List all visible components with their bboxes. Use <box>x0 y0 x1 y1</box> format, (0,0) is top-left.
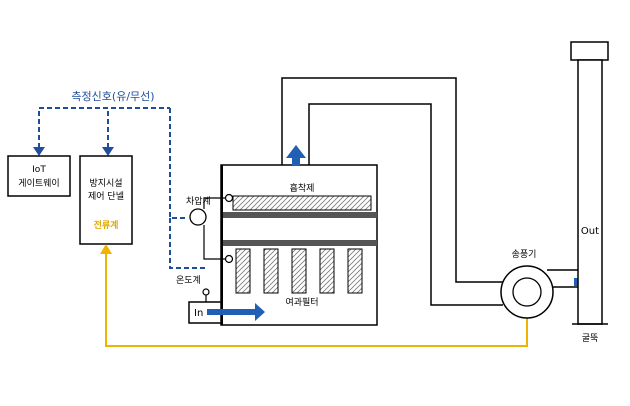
adsorbent-bed <box>232 195 372 211</box>
iot-gateway-box <box>7 155 71 197</box>
pressure-tap-bottom-node <box>224 254 234 264</box>
bag-filters <box>235 248 363 294</box>
outlet-label: Out <box>581 226 599 237</box>
bag-filter <box>347 248 363 294</box>
iot-gateway-label-line1: IoT <box>32 165 46 175</box>
signal-line-to-iot <box>38 107 170 148</box>
stack-label: 굴뚝 <box>582 333 599 344</box>
bag-filter <box>319 248 335 294</box>
current-arrowhead-icon <box>100 244 112 254</box>
current-line <box>105 252 528 347</box>
pressure-gauge-icon <box>189 208 207 226</box>
signal-line-to-pressure-gauge <box>169 108 186 219</box>
pressure-gauge-label: 차압계 <box>186 195 211 207</box>
thermometer-icon <box>202 288 210 296</box>
control-panel-label-line2: 제어 단넬 <box>88 190 124 202</box>
separator-lower <box>223 240 377 246</box>
pressure-tap-top-node <box>224 193 234 203</box>
signal-line-to-thermometer <box>169 218 206 269</box>
control-panel-box <box>79 155 133 245</box>
signal-lines <box>38 107 206 269</box>
blower-inner-ring <box>512 277 542 307</box>
flow-arrow-icon <box>207 303 265 321</box>
housing-inner-divider-left <box>221 165 223 325</box>
control-panel-label-line1: 방지시설 <box>89 178 122 189</box>
stack-body <box>577 59 603 325</box>
bag-filter <box>291 248 307 294</box>
iot-gateway-label-line2: 게이트웨이 <box>18 177 59 189</box>
bag-filter <box>263 248 279 294</box>
signal-arrowhead-icon <box>33 147 45 156</box>
inlet-label: In <box>194 308 203 319</box>
duct-outer-line <box>281 77 503 283</box>
duct-inner-line <box>308 103 503 306</box>
bag-filter <box>235 248 251 294</box>
signal-arrowhead-icon <box>102 147 114 156</box>
bag-filter-label: 여과필터 <box>285 296 318 308</box>
adsorbent-label: 흡착제 <box>290 182 315 194</box>
pressure-line-bottom <box>203 225 225 260</box>
flow-arrow-icon <box>286 145 306 166</box>
separator-upper <box>223 212 377 218</box>
signal-label: 측정신호(유/무선) <box>71 90 154 103</box>
stack-cap <box>570 41 609 61</box>
blower-label: 송풍기 <box>512 249 537 260</box>
thermometer-label: 온도계 <box>176 274 201 286</box>
current-meter-label: 전류계 <box>94 219 119 231</box>
